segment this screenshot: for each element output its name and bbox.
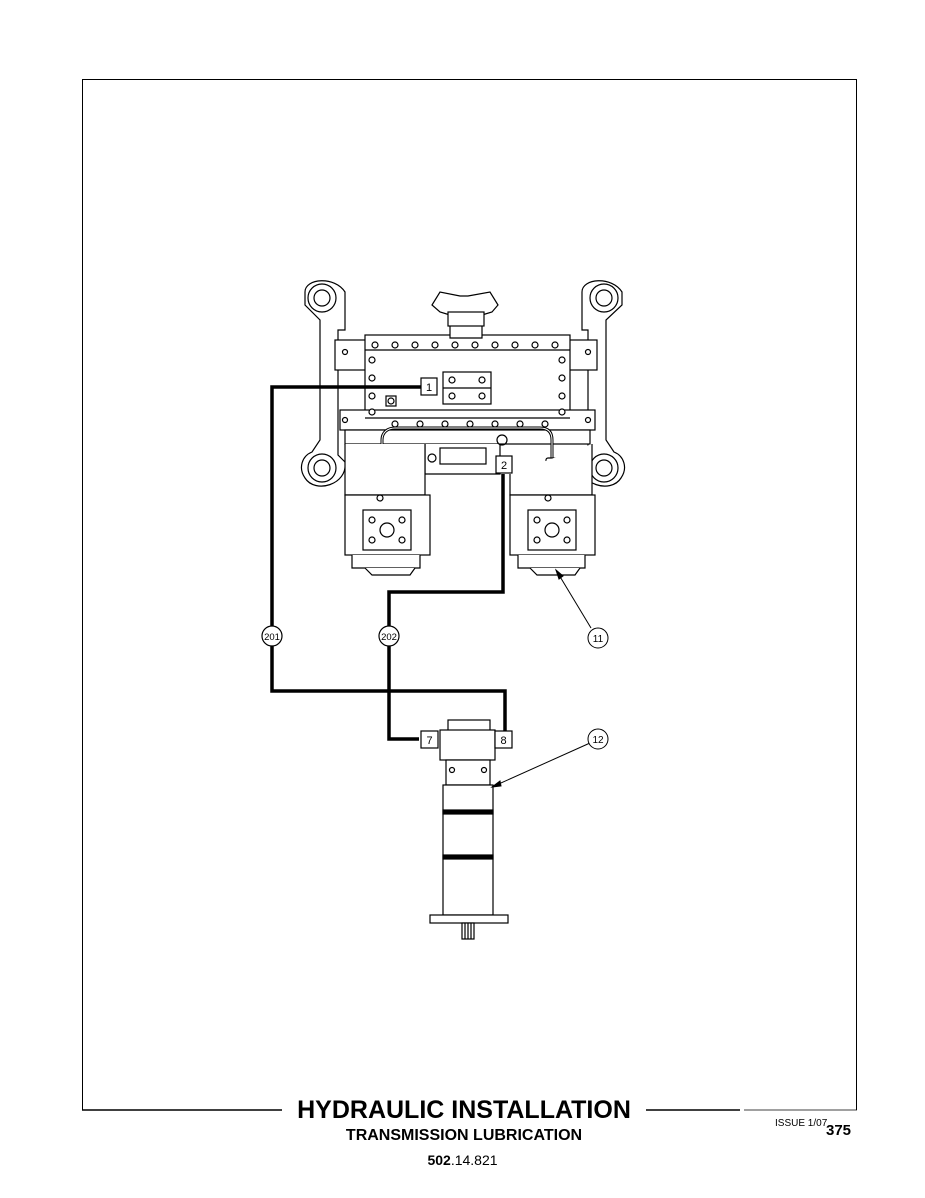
- hose-202-circle: [378, 625, 400, 647]
- part-callouts: 11 12: [490, 568, 609, 788]
- hose-lines: [270, 385, 507, 741]
- callout-11-label: 11: [593, 634, 604, 645]
- port-7-box: [420, 730, 439, 749]
- hose-201-circle: [261, 625, 283, 647]
- hose-202-label: 202: [381, 632, 397, 643]
- hose-201-label: 201: [264, 632, 280, 643]
- port-2-box: [495, 455, 513, 474]
- page-title: HYDRAULIC INSTALLATION: [297, 1096, 631, 1124]
- drawing-frame: [82, 79, 857, 1110]
- hose-callouts: 201 202: [261, 625, 400, 647]
- hose-201: [270, 385, 507, 731]
- page-number: 375: [826, 1122, 852, 1139]
- port-markers: 1 2 7 8: [420, 377, 513, 749]
- port-8-label: 8: [500, 735, 506, 747]
- hose-202: [387, 474, 505, 741]
- callout-12-label: 12: [592, 735, 604, 746]
- callout-12-circle: [587, 728, 609, 750]
- port-1-label: 1: [426, 382, 432, 394]
- port-8-box: [494, 730, 513, 749]
- callout-11-circle: [587, 627, 609, 649]
- port-2-label: 2: [501, 460, 507, 472]
- code-suffix: .14.821: [450, 1152, 498, 1168]
- document-code: 502.14.821: [380, 1152, 545, 1168]
- issue-label: ISSUE 1/07: [775, 1118, 828, 1129]
- port-7-label: 7: [426, 735, 432, 747]
- port-1-box: [420, 377, 438, 396]
- pump-assembly: [429, 719, 509, 940]
- transmission-assembly: [300, 280, 626, 576]
- page-subtitle: TRANSMISSION LUBRICATION: [345, 1127, 583, 1144]
- code-prefix: 502: [427, 1152, 451, 1168]
